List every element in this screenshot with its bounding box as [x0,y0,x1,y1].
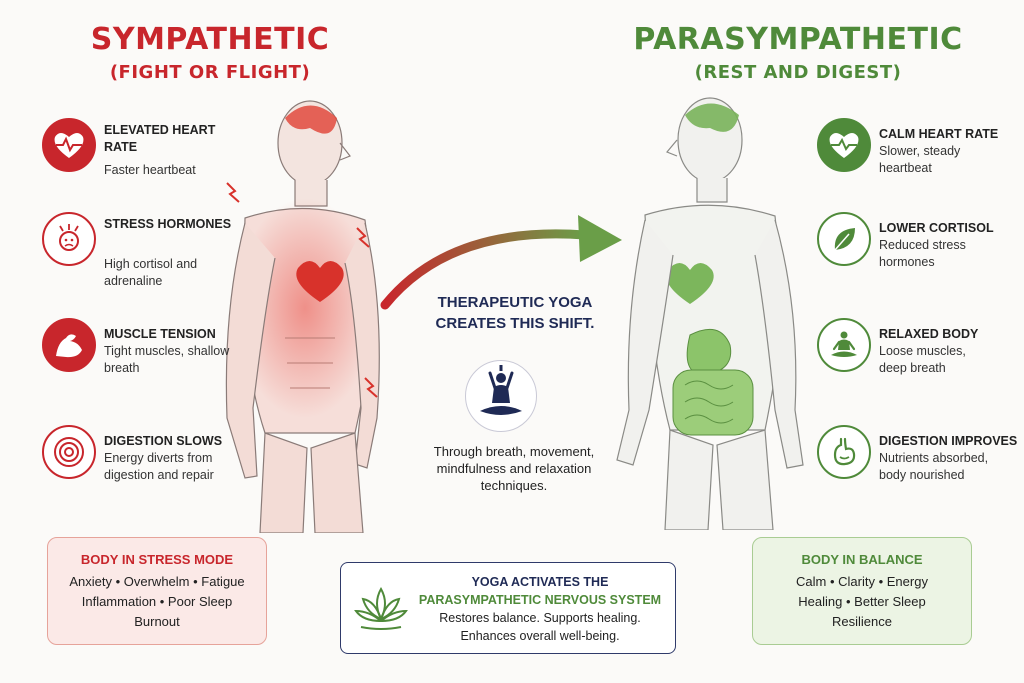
parasympathetic-title: PARASYMPATHETIC [633,22,963,57]
meditation-icon [817,318,871,372]
sympathetic-subtitle: (FIGHT OR FLIGHT) [109,62,311,83]
item-description: Faster heartbeat [104,163,196,177]
item-heading: LOWER CORTISOL [879,221,994,235]
sympathetic-item-digestion: DIGESTION SLOWS Energy diverts from dige… [42,425,252,495]
item-description: Reduced stress hormones [879,238,966,269]
item-description: Energy diverts from digestion and repair [104,451,214,482]
stress-mode-title: BODY IN STRESS MODE [80,552,234,567]
item-heading: RELAXED BODY [879,327,979,341]
item-description: High cortisol and adrenaline [104,257,198,288]
shift-arrow-icon [380,215,622,310]
stomach-icon [817,425,871,479]
spiral-icon [42,425,96,479]
item-heading: DIGESTION SLOWS [104,434,223,448]
item-description: Loose muscles, deep breath [879,344,966,375]
balance-title: BODY IN BALANCE [801,552,923,567]
balance-line: Calm • Clarity • Energy [796,574,928,589]
item-description: Tight muscles, shallow breath [104,344,230,375]
parasympathetic-item-relaxed-body: RELAXED BODY Loose muscles, deep breath [817,318,1024,388]
heart-rate-icon [42,118,96,172]
parasympathetic-item-digestion: DIGESTION IMPROVES Nutrients absorbed, b… [817,425,1024,495]
brain-icon [285,105,337,134]
parasympathetic-system-heading: PARASYMPATHETIC NERVOUS SYSTEM [418,593,662,607]
yoga-activates-line: Enhances overall well-being. [460,629,620,643]
stress-mode-line: Inflammation • Poor Sleep [81,594,233,609]
stress-spark-icon [226,182,240,203]
relaxed-body-illustration [616,97,804,530]
parasympathetic-item-heart-rate: CALM HEART RATE Slower, steady heartbeat [817,118,1024,188]
stress-spark-icon [356,227,370,248]
stressed-body-illustration [225,100,380,533]
parasympathetic-item-cortisol: LOWER CORTISOL Reduced stress hormones [817,212,1024,282]
stress-spark-icon [364,377,378,398]
shift-description: Through breath, movement, mindfulness an… [392,443,636,494]
balance-box: BODY IN BALANCE Calm • Clarity • Energy … [752,537,972,645]
sympathetic-title: SYMPATHETIC [90,22,330,57]
item-description: Nutrients absorbed, body nourished [879,451,989,482]
yoga-activates-text: YOGA ACTIVATES THE PARASYMPATHETIC NERVO… [413,573,667,645]
item-heading: DIGESTION IMPROVES [879,434,1018,448]
yoga-pose-badge [465,360,537,432]
yoga-pose-icon [480,365,522,415]
stress-mode-box: BODY IN STRESS MODE Anxiety • Overwhelm … [47,537,267,645]
item-heading: MUSCLE TENSION [104,327,216,341]
balance-line: Resilience [832,614,892,629]
shift-description-line: Through breath, movement, [433,444,595,459]
flexed-arm-icon [42,318,96,372]
lotus-icon [354,586,408,630]
balance-line: Healing • Better Sleep [798,594,926,609]
leaf-icon [817,212,871,266]
sympathetic-item-heart-rate: ELEVATED HEART RATE Faster heartbeat [42,118,252,188]
item-heading: CALM HEART RATE [879,127,999,141]
stress-mode-line: Burnout [134,614,180,629]
brain-icon [685,103,739,132]
stress-mode-line: Anxiety • Overwhelm • Fatigue [69,574,245,589]
stress-face-icon [42,212,96,266]
yoga-activates-line: Restores balance. Supports healing. [439,611,641,625]
sympathetic-item-muscle-tension: MUSCLE TENSION Tight muscles, shallow br… [42,318,252,388]
shift-headline-line: CREATES THIS SHIFT. [435,315,595,332]
item-description: Slower, steady heartbeat [879,144,961,175]
shift-headline: THERAPEUTIC YOGA CREATES THIS SHIFT. [390,292,640,334]
yoga-activates-heading: YOGA ACTIVATES THE [471,575,609,589]
shift-description-line: techniques. [480,478,548,493]
parasympathetic-subtitle: (REST AND DIGEST) [694,62,902,83]
shift-description-line: mindfulness and relaxation [436,461,592,476]
item-heading: STRESS HORMONES [104,217,232,231]
item-heading: ELEVATED HEART RATE [104,123,216,154]
sympathetic-item-stress-hormones: STRESS HORMONES High cortisol and adrena… [42,212,252,288]
shift-headline-line: THERAPEUTIC YOGA [437,294,593,311]
yoga-activates-box: YOGA ACTIVATES THE PARASYMPATHETIC NERVO… [340,562,676,654]
calm-heart-icon [817,118,871,172]
